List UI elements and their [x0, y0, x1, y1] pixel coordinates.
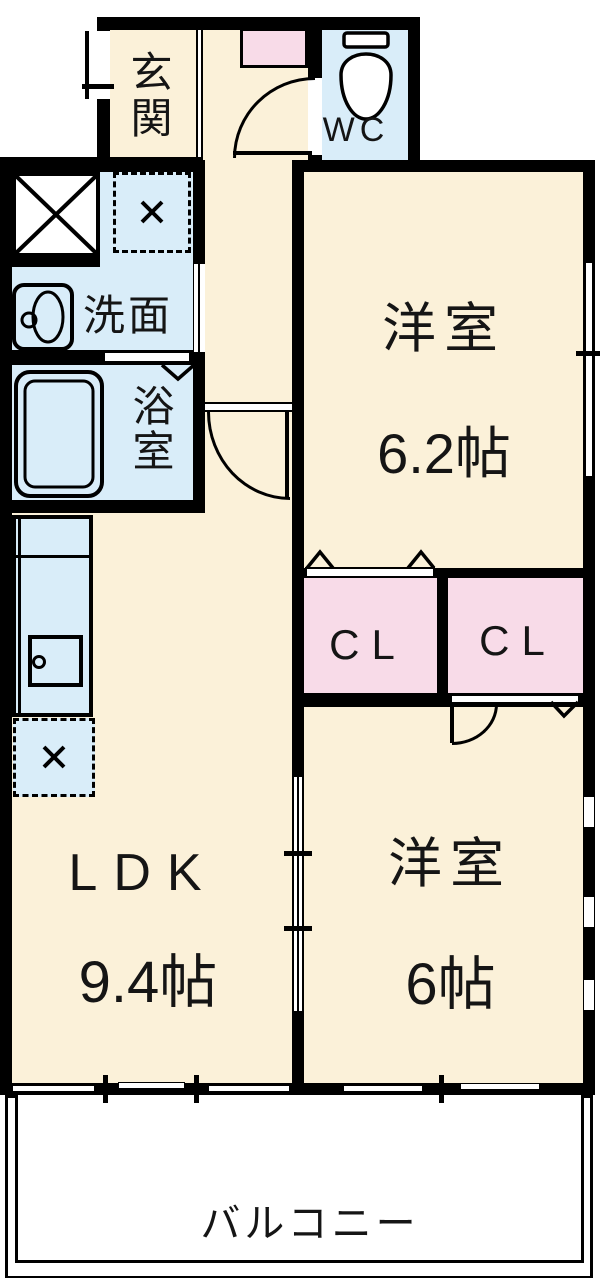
room62-window [584, 263, 594, 476]
balcony-window-ldk-3 [208, 1085, 290, 1092]
closet-left-folding-door-icon [305, 549, 436, 570]
window-tick-2 [194, 1075, 199, 1103]
bathroom-door-opening [103, 351, 191, 363]
sliding-door-tick-1 [284, 851, 312, 856]
wc-door-panel [233, 151, 312, 155]
western-room-2-label: 洋室 [388, 833, 512, 894]
room6-side-window-2 [584, 897, 594, 927]
kitchen-counter-inner-line [18, 519, 21, 713]
closet-right-door-panel [450, 703, 454, 743]
room62-window-tick [576, 351, 600, 356]
closet-left-floor [304, 578, 437, 693]
genkan-step-line [196, 30, 203, 157]
stove-knob-icon [32, 655, 46, 669]
kitchen-sink-divider [16, 555, 89, 558]
room6-side-window-3 [584, 980, 594, 1010]
sink-icon [12, 283, 74, 351]
closet-right-door-bar [450, 694, 580, 704]
wall-left-block-top [0, 157, 203, 172]
window-tick-3 [439, 1075, 444, 1103]
ldk-door-panel [285, 412, 289, 497]
western-room-6-floor [304, 707, 583, 1083]
entrance-door-tick [82, 84, 114, 89]
balcony-window-ldk-1 [12, 1085, 95, 1092]
western-room-6-2-floor [304, 172, 583, 568]
balcony-label: バルコニー [200, 1202, 420, 1246]
pipe-space-x-icon [14, 174, 98, 255]
sliding-door-tick-2 [284, 926, 312, 931]
entrance-door-opening [97, 31, 110, 99]
closet-right-door-chevron-icon [549, 700, 580, 719]
closet-right-floor [448, 577, 583, 695]
wall-outer-left [0, 160, 12, 1095]
room6-side-window-1 [584, 797, 594, 827]
window-tick-1 [103, 1075, 108, 1103]
sliding-door-line [297, 777, 299, 1011]
closet-left-door-bar [305, 567, 435, 578]
washroom-door-line [198, 264, 200, 352]
wall-wc-right [408, 17, 420, 160]
toilet-icon [339, 31, 393, 121]
ldk-label: LDK [68, 843, 218, 902]
genkan-floor [97, 30, 203, 157]
wall-top [97, 17, 418, 30]
stove-icon [28, 635, 83, 687]
closet-right-label: CL [479, 616, 557, 664]
bathroom-door-chevron-icon [160, 363, 196, 382]
balcony-inner-rail [15, 1095, 584, 1263]
wall-room62-top [292, 160, 595, 172]
bathroom-label: 浴室 [127, 384, 175, 474]
entrance-door-panel [85, 31, 89, 99]
genkan-label: 玄関 [125, 50, 173, 142]
refrigerator-x-icon [42, 745, 66, 769]
western-room-1-label: 洋室 [382, 298, 506, 359]
wall-bathroom-bottom [0, 500, 205, 513]
ldk-size: 9.4帖 [78, 949, 218, 1015]
western-room-1-size: 6.2帖 [377, 421, 511, 485]
ldk-door-bar [205, 402, 292, 412]
washroom-label: 洗面 [82, 291, 173, 339]
refrigerator-space [13, 718, 95, 797]
wall-closet-middle [437, 568, 448, 707]
balcony-window-ldk-2 [118, 1082, 185, 1089]
bathtub-icon [14, 370, 104, 498]
closet-left-label: CL [329, 620, 407, 668]
washing-machine-x-icon [140, 200, 164, 224]
shoe-cabinet [240, 28, 308, 68]
western-room-2-size: 6帖 [405, 951, 496, 1017]
balcony-window-room6-2 [460, 1083, 540, 1090]
wc-label: WC [322, 111, 390, 150]
balcony-window-room6-1 [343, 1085, 423, 1092]
wall-pipe-space-bottom [0, 257, 100, 267]
